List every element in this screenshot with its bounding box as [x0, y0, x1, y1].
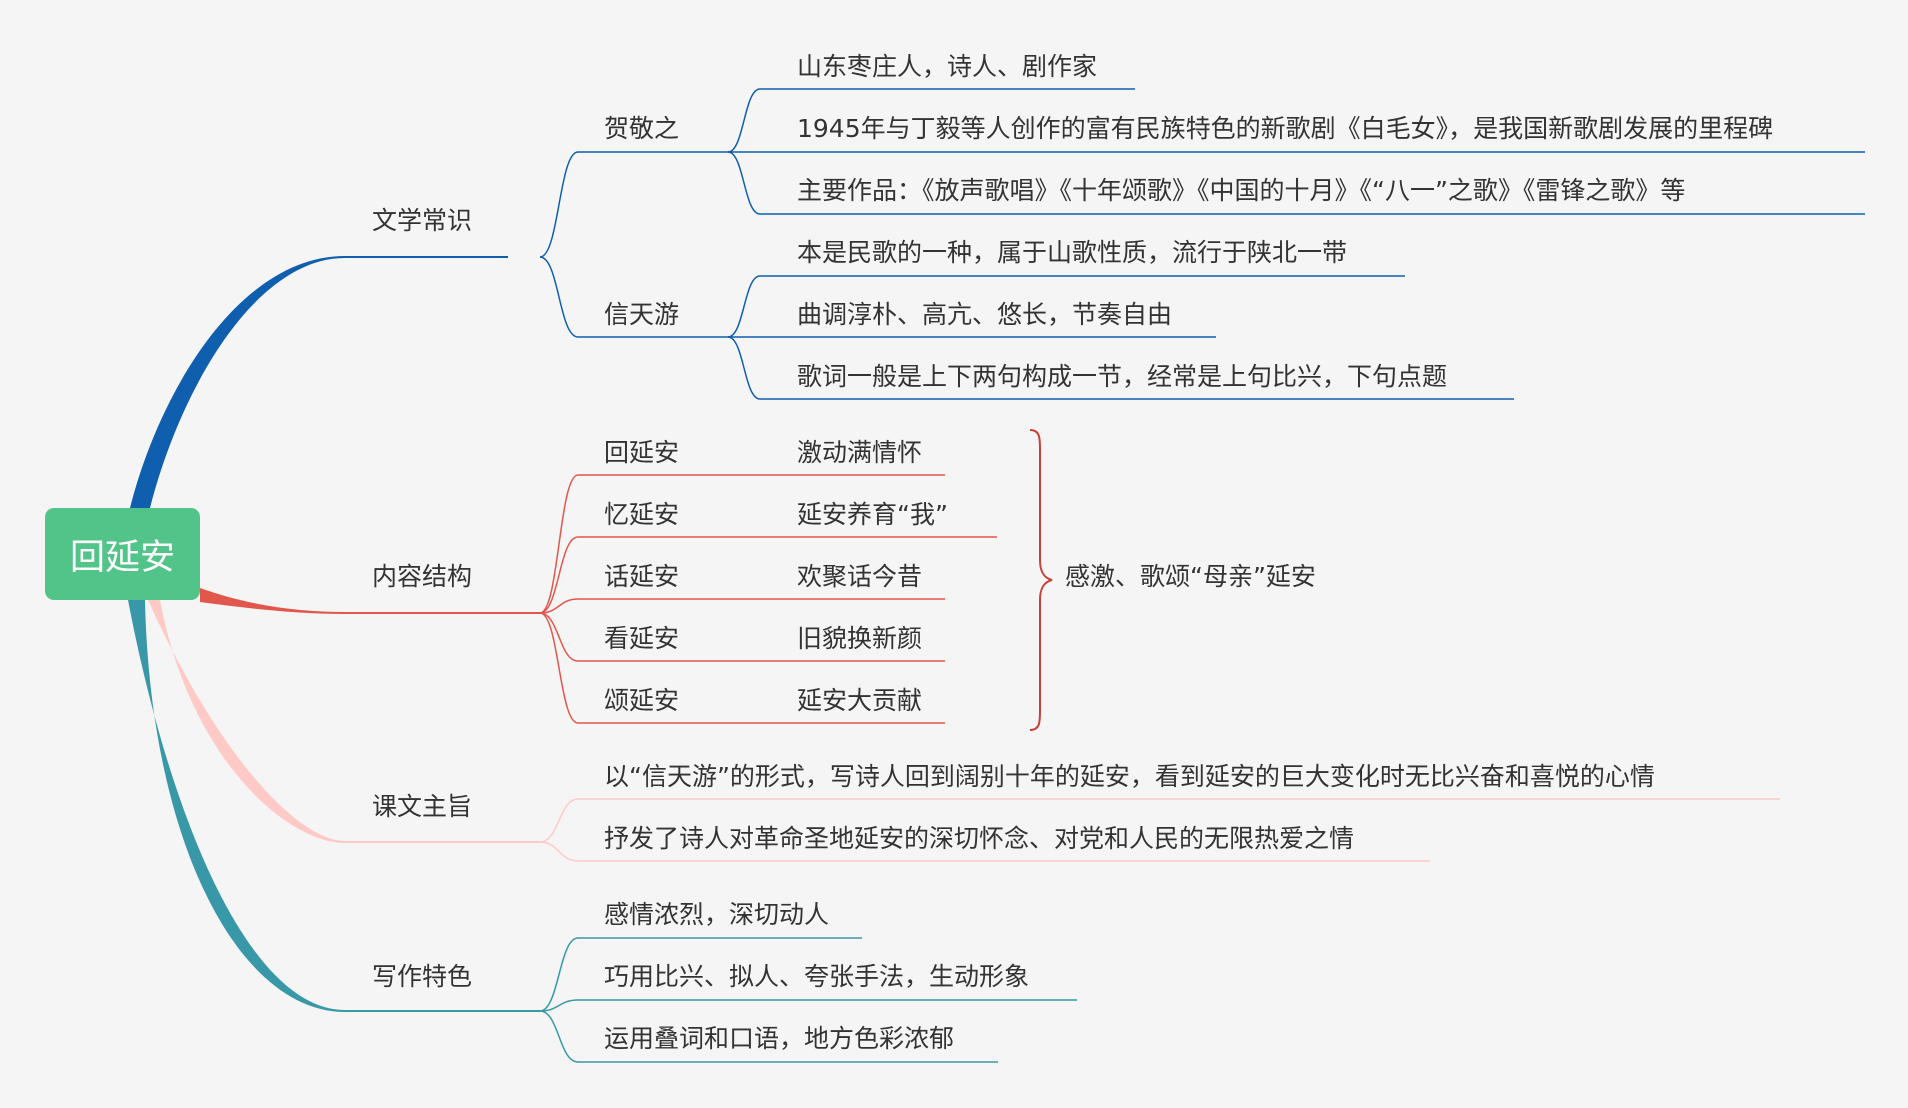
branch-literature-label[interactable]: 文学常识	[372, 206, 473, 235]
leaf-text[interactable]: 1945年与丁毅等人创作的富有民族特色的新歌剧《白毛女》，是我国新歌剧发展的里程…	[797, 114, 1774, 143]
node-section-title[interactable]: 话延安	[604, 562, 680, 591]
node-section-detail[interactable]: 激动满情怀	[797, 438, 923, 467]
structure-summary[interactable]: 感激、歌颂“母亲”延安	[1065, 562, 1316, 591]
leaf-text[interactable]: 运用叠词和口语，地方色彩浓郁	[604, 1024, 955, 1053]
summary-brace	[1029, 429, 1053, 731]
leaf-text[interactable]: 巧用比兴、拟人、夸张手法，生动形象	[604, 962, 1030, 991]
branch-connector-literature	[130, 256, 508, 508]
node-section-detail[interactable]: 延安养育“我”	[797, 500, 948, 529]
connector-line	[539, 937, 862, 1012]
node-section-title[interactable]: 看延安	[604, 624, 680, 653]
connector-line	[727, 151, 1865, 215]
connector-line	[539, 1010, 998, 1063]
root-label: 回延安	[69, 537, 175, 578]
leaf-text[interactable]: 本是民歌的一种，属于山歌性质，流行于陕北一带	[797, 238, 1348, 267]
leaf-text[interactable]: 山东枣庄人，诗人、剧作家	[797, 52, 1098, 81]
root-node[interactable]: 回延安	[45, 508, 200, 600]
node-xintianyou[interactable]: 信天游	[604, 300, 680, 329]
branch-structure-label[interactable]: 内容结构	[372, 562, 473, 591]
leaf-text[interactable]: 主要作品：《放声歌唱》《十年颂歌》《中国的十月》《“八一”之歌》《雷锋之歌》等	[797, 176, 1686, 205]
leaf-text[interactable]: 歌词一般是上下两句构成一节，经常是上句比兴，下句点题	[797, 362, 1448, 391]
leaf-text[interactable]: 以“信天游”的形式，写诗人回到阔别十年的延安，看到延安的巨大变化时无比兴奋和喜悦…	[604, 762, 1655, 791]
connector-line	[727, 336, 1514, 400]
leaf-text[interactable]: 抒发了诗人对革命圣地延安的深切怀念、对党和人民的无限热爱之情	[604, 824, 1355, 853]
leaf-text[interactable]: 感情浓烈，深切动人	[604, 900, 830, 929]
connector-line	[539, 598, 720, 614]
connector-line	[539, 536, 720, 614]
branch-features-label[interactable]: 写作特色	[372, 962, 473, 991]
connector-line	[539, 474, 720, 614]
connector-line	[539, 999, 1077, 1012]
leaf-text[interactable]: 曲调淳朴、高亢、悠长，节奏自由	[797, 300, 1173, 329]
node-section-detail[interactable]: 欢聚话今昔	[797, 562, 923, 591]
node-section-title[interactable]: 回延安	[604, 438, 680, 467]
connector-line	[539, 151, 728, 258]
node-section-title[interactable]: 忆延安	[604, 500, 680, 529]
node-section-detail[interactable]: 延安大贡献	[797, 686, 923, 715]
branch-connector-features	[128, 600, 540, 1012]
connector-line	[539, 798, 1780, 843]
connector-line	[539, 612, 720, 724]
branch-theme-label[interactable]: 课文主旨	[372, 792, 473, 821]
connector-line	[539, 612, 720, 662]
connector-line	[539, 256, 728, 338]
connector-line	[539, 841, 1430, 862]
node-he-jingzhi[interactable]: 贺敬之	[604, 114, 680, 143]
node-section-detail[interactable]: 旧貌换新颜	[797, 624, 923, 653]
branch-connector-theme	[148, 600, 540, 843]
connector-line	[727, 275, 1405, 338]
connector-line	[727, 88, 1135, 153]
branch-connector-structure	[200, 588, 540, 614]
node-section-title[interactable]: 颂延安	[604, 686, 680, 715]
